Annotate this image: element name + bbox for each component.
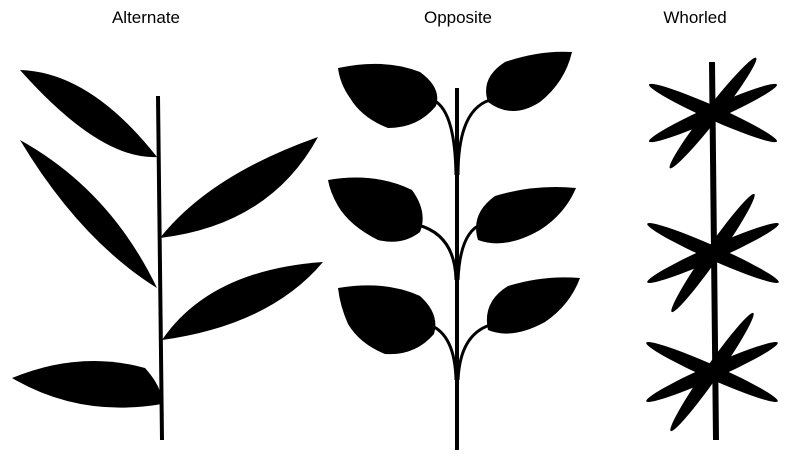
alternate-leaf-5 (12, 361, 162, 408)
opposite-leaf-3l (338, 285, 435, 354)
opposite-petiole-1l (433, 100, 456, 175)
opposite-leaf-3r (487, 277, 580, 333)
opposite-leaf-1l (338, 64, 437, 128)
whorled-panel (643, 54, 781, 440)
opposite-leaf-1r (486, 52, 572, 111)
opposite-leaf-2l (328, 178, 423, 242)
alternate-leaf-2 (20, 140, 157, 288)
opposite-petiole-3r (458, 325, 490, 380)
opposite-leaf-2r (476, 187, 576, 243)
alternate-leaf-1 (20, 70, 157, 157)
opposite-panel (328, 52, 580, 450)
alternate-leaf-4 (162, 262, 323, 340)
opposite-petiole-1r (458, 100, 490, 175)
alternate-panel (12, 70, 323, 440)
opposite-petiole-2l (418, 225, 456, 280)
alternate-leaf-3 (160, 137, 318, 238)
